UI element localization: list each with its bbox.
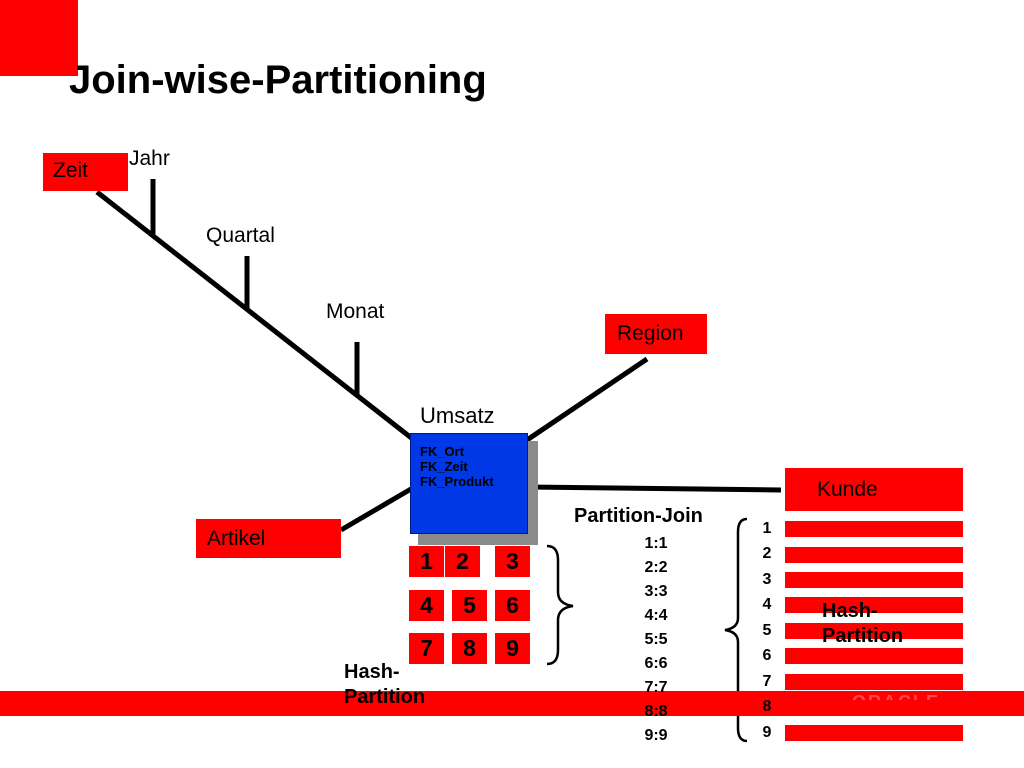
dimension-region: Region xyxy=(605,314,707,354)
corner-accent xyxy=(0,0,78,76)
label-monat: Monat xyxy=(326,300,385,323)
partition-join-pair: 3:3 xyxy=(644,583,668,600)
kunde-partition-stripe xyxy=(785,547,963,563)
kunde-partition-stripe xyxy=(785,700,963,716)
kunde-partition-stripe xyxy=(785,648,963,664)
kunde-partition-number: 3 xyxy=(762,571,772,588)
slide-title: Join-wise-Partitioning xyxy=(69,58,487,102)
fact-field: FK_Produkt xyxy=(420,474,494,489)
hash-label-line: Hash- xyxy=(344,661,400,683)
line-kunde-umsatz xyxy=(527,484,782,493)
dimension-kunde: Kunde xyxy=(785,468,963,511)
fact-partition-cell: 6 xyxy=(495,590,530,621)
partition-join-pair: 4:4 xyxy=(644,607,668,624)
dimension-kunde-label: Kunde xyxy=(817,478,878,501)
partition-join-pair: 2:2 xyxy=(644,559,668,576)
line-region-umsatz xyxy=(525,356,649,443)
kunde-partition-stripe xyxy=(785,521,963,537)
kunde-partition-number: 6 xyxy=(762,647,772,664)
hash-label-line: Partition xyxy=(822,625,904,647)
partition-join-pair: 1:1 xyxy=(644,535,668,552)
fact-partition-cell: 9 xyxy=(495,633,530,664)
brace-fact-partitions xyxy=(546,544,574,666)
dimension-zeit: Zeit xyxy=(43,153,128,191)
dimension-zeit-label: Zeit xyxy=(53,159,89,182)
fact-partition-cell: 5 xyxy=(452,590,487,621)
fact-partition-cell: 2 xyxy=(445,546,480,577)
partition-join-pair: 7:7 xyxy=(644,679,668,696)
line-artikel-umsatz xyxy=(339,486,413,533)
fact-partition-cell: 4 xyxy=(409,590,444,621)
fact-field: FK_Zeit xyxy=(420,459,468,474)
label-jahr: Jahr xyxy=(129,147,170,170)
fact-partition-cell: 3 xyxy=(495,546,530,577)
kunde-partition-number: 7 xyxy=(762,673,772,690)
partition-join-pair: 5:5 xyxy=(644,631,668,648)
hash-partition-label-left: Hash- Partition xyxy=(344,660,425,710)
kunde-partition-stripe xyxy=(785,623,963,639)
partition-join-pair: 8:8 xyxy=(644,703,668,720)
brace-kunde-partitions xyxy=(724,517,748,743)
partition-join-pair: 9:9 xyxy=(644,727,668,744)
dimension-artikel-label: Artikel xyxy=(207,527,266,550)
dimension-artikel: Artikel xyxy=(196,519,341,558)
kunde-partition-stripe xyxy=(785,597,963,613)
partition-join-title: Partition-Join xyxy=(574,505,703,527)
fact-partition-cell: 8 xyxy=(452,633,487,664)
kunde-partition-stripe xyxy=(785,674,963,690)
fact-table-umsatz: FK_Ort FK_Zeit FK_Produkt xyxy=(410,433,528,534)
hash-label-line: Partition xyxy=(344,686,426,708)
fact-partition-cell: 7 xyxy=(409,633,444,664)
kunde-partition-number: 1 xyxy=(762,520,772,537)
kunde-partition-number: 5 xyxy=(762,622,772,639)
line-zeit-umsatz xyxy=(95,190,416,442)
fact-title: Umsatz xyxy=(420,403,495,428)
fact-partition-cell: 1 xyxy=(409,546,444,577)
kunde-partition-number: 8 xyxy=(762,698,772,715)
hash-partition-label-right: Hash- Partition xyxy=(822,599,903,649)
hash-label-line: Hash- xyxy=(822,600,878,622)
fact-field: FK_Ort xyxy=(420,444,465,459)
kunde-partition-number: 4 xyxy=(762,596,772,613)
kunde-partition-stripe xyxy=(785,725,963,741)
label-quartal: Quartal xyxy=(206,224,275,247)
dimension-region-label: Region xyxy=(617,322,684,345)
kunde-partition-stripe xyxy=(785,572,963,588)
kunde-partition-number: 9 xyxy=(762,724,772,741)
kunde-partition-number: 2 xyxy=(762,545,772,562)
partition-join-pair: 6:6 xyxy=(644,655,668,672)
